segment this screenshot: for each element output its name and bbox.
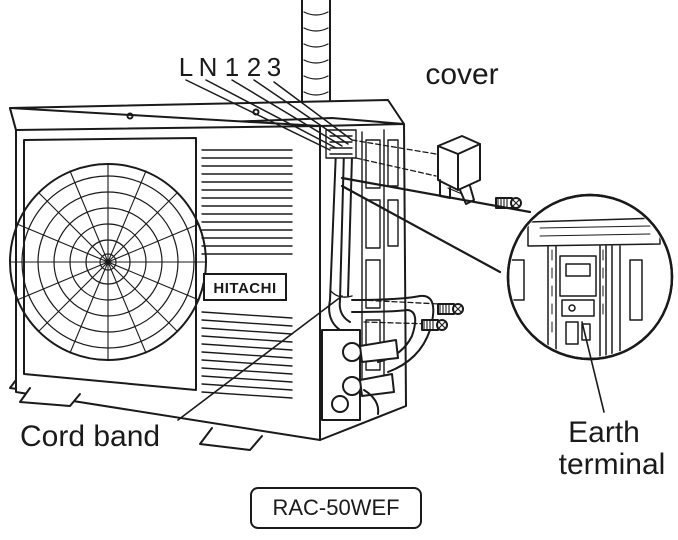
earth-terminal-detail-icon [506,193,674,361]
terminal-label-l: L [179,52,193,82]
cover-label: cover [425,58,498,91]
front-vent-louvers [201,149,293,399]
terminal-cover-icon [437,135,481,205]
brand-logo: HITACHI [213,280,276,297]
cord-band-leader [177,295,343,421]
conduit-pipe [301,0,331,109]
cover-guide-lines [351,139,441,325]
terminal-block [325,129,357,159]
model-number: RAC-50WEF [272,495,400,520]
earth-terminal-label-line1: Earth [568,416,640,449]
terminal-label-1: 1 [225,52,239,82]
cord-band-label: Cord band [20,420,160,453]
brand-plate: HITACHI [203,273,287,301]
screw-icon [437,303,464,315]
earth-terminal-label-line2: terminal [559,448,666,481]
model-number-box: RAC-50WEF [250,487,422,529]
terminal-label-3: 3 [267,52,281,82]
terminal-label-2: 2 [247,52,261,82]
terminal-leader-lines [185,79,353,151]
zoom-connector-lines [340,176,532,274]
screw-icon [421,319,448,331]
fan-grille-icon [9,137,207,391]
unit-feet [19,387,263,451]
service-valves [321,329,399,421]
terminal-label-n: N [199,52,218,82]
earth-terminal-leader [581,321,605,413]
terminal-labels: L N 1 2 3 [179,52,281,82]
